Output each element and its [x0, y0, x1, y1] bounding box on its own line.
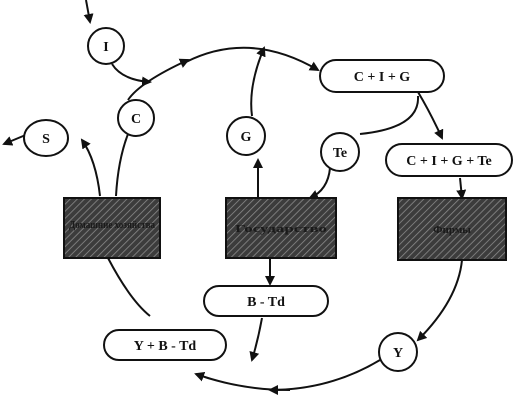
node-C-label: C: [131, 112, 141, 127]
node-S-label: S: [42, 132, 50, 147]
flow-CIG-to-CIGTe: [417, 91, 444, 140]
households-label: Домашние хозяйства: [69, 219, 155, 231]
node-CIG: C + I + G: [319, 59, 445, 93]
node-C: C: [117, 99, 155, 137]
node-Te-label: Te: [333, 146, 347, 161]
flow-BTd-to-YBTd: [249, 317, 263, 362]
households-box: Домашние хозяйства: [63, 197, 161, 259]
government-box: Государство: [225, 197, 337, 259]
flow-lines: [2, 0, 467, 395]
node-G-label: G: [241, 130, 252, 145]
flow-Te-to-government: [308, 167, 331, 200]
node-Y: Y: [378, 332, 418, 372]
node-I: I: [87, 27, 125, 65]
flow-CIGTe-to-firms: [456, 177, 467, 200]
flow-CIG-to-Te: [359, 95, 420, 135]
node-CIG-label: C + I + G: [354, 70, 411, 85]
flow-C-to-top: [127, 58, 190, 101]
flow-in-to-I: [83, 0, 94, 24]
flow-firms-to-Y: [416, 259, 463, 342]
node-S: S: [23, 119, 69, 157]
flow-Y-to-bottom: [268, 359, 381, 395]
flow-households-to-S: [80, 138, 101, 197]
flow-G-to-top: [250, 46, 266, 117]
node-G: G: [226, 116, 266, 156]
node-CIGTe: C + I + G + Te: [385, 143, 513, 177]
flow-top-arc: [185, 46, 320, 72]
flow-C-to-households: [115, 133, 129, 197]
firms-box: Фирмы: [397, 197, 507, 261]
node-CIGTe-label: C + I + G + Te: [406, 154, 491, 169]
node-BTd-label: B - Td: [247, 295, 285, 310]
government-label: Государство: [235, 223, 328, 235]
node-YBTd: Y + B - Td: [103, 329, 227, 361]
flow-bottom-to-YBTd: [194, 372, 291, 391]
node-I-label: I: [103, 40, 108, 55]
firms-label: Фирмы: [433, 224, 471, 236]
flow-households-to-bottom: [107, 257, 151, 317]
node-YBTd-label: Y + B - Td: [134, 339, 197, 354]
flow-I-to-circle: [111, 63, 152, 87]
node-Y-label: Y: [393, 346, 403, 361]
node-Te: Te: [320, 132, 360, 172]
node-BTd: B - Td: [203, 285, 329, 317]
